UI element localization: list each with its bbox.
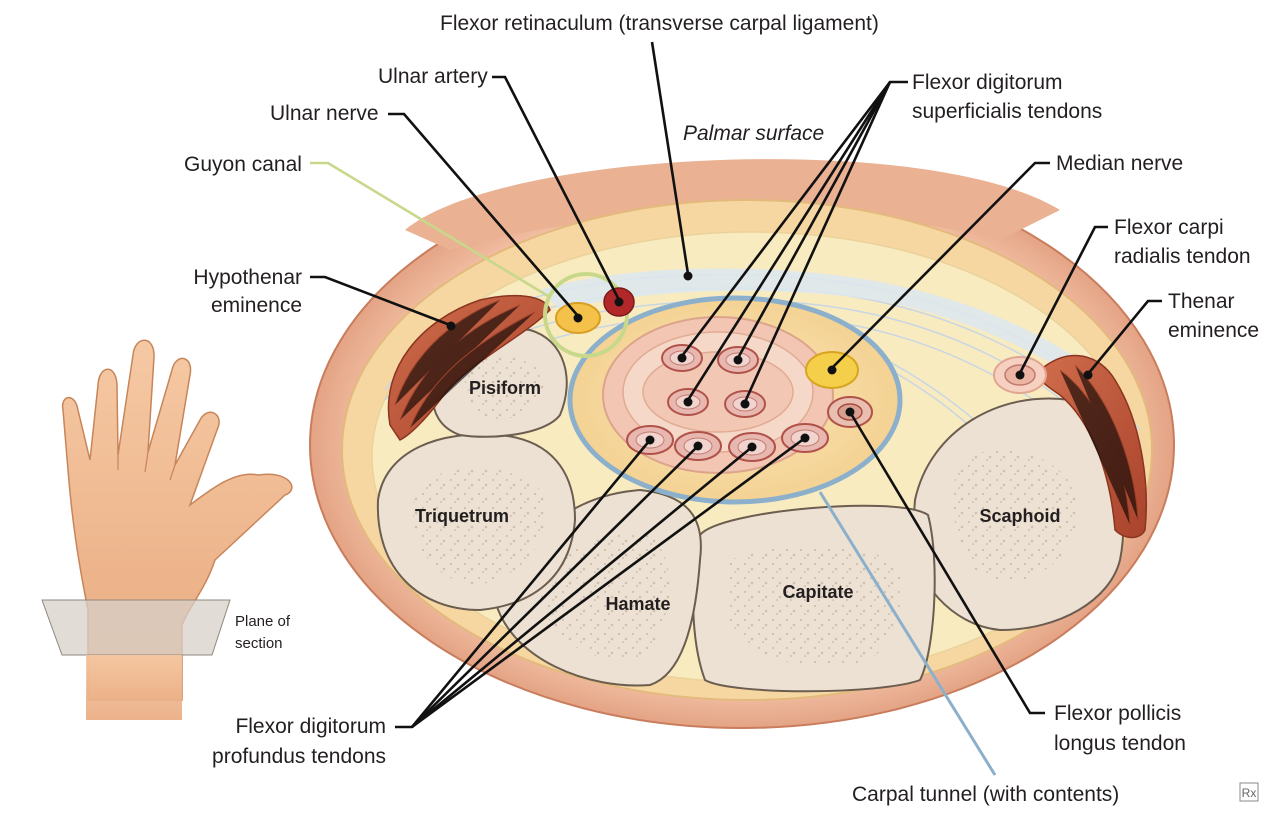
pisiform-label: Pisiform: [469, 378, 541, 398]
label-guyon-canal: Guyon canal: [184, 153, 302, 176]
label-fpl-line2: longus tendon: [1054, 732, 1186, 755]
label-ulnar-artery: Ulnar artery: [378, 65, 488, 88]
label-fpl-line1: Flexor pollicis: [1054, 702, 1181, 725]
label-fcr-line1: Flexor carpi: [1114, 216, 1224, 239]
label-fds-line2: superficialis tendons: [912, 100, 1102, 123]
label-ulnar-nerve: Ulnar nerve: [270, 102, 379, 125]
label-hypothenar-line1: Hypothenar: [193, 266, 302, 289]
hand-illustration: [41, 339, 293, 720]
label-fdp-line2: profundus tendons: [212, 745, 386, 768]
scaphoid-label: Scaphoid: [979, 506, 1060, 526]
hamate-label: Hamate: [605, 594, 670, 614]
label-flexor-retinaculum: Flexor retinaculum (transverse carpal li…: [440, 12, 879, 35]
cross-section: [309, 159, 1175, 729]
label-hypothenar-line2: eminence: [211, 294, 302, 317]
label-fcr-line2: radialis tendon: [1114, 245, 1251, 268]
label-thenar-line2: eminence: [1168, 319, 1259, 342]
label-fds-line1: Flexor digitorum: [912, 71, 1063, 94]
label-carpal-tunnel: Carpal tunnel (with contents): [852, 783, 1119, 806]
retinaculum-band: [540, 268, 1120, 400]
plane-label-line1: Plane of: [235, 613, 291, 630]
triquetrum-label: Triquetrum: [415, 506, 509, 526]
plane-label-line2: section: [235, 635, 283, 652]
leader-lines: [310, 41, 1162, 776]
label-median-nerve: Median nerve: [1056, 152, 1183, 175]
capitate-label: Capitate: [782, 582, 853, 602]
label-thenar-line1: Thenar: [1168, 290, 1235, 313]
label-fdp-line1: Flexor digitorum: [235, 715, 386, 738]
guyon-canal: [543, 272, 629, 358]
rx-logo: Rx: [1239, 782, 1259, 802]
label-palmar-surface: Palmar surface: [683, 122, 824, 145]
svg-text:Rx: Rx: [1242, 786, 1257, 800]
